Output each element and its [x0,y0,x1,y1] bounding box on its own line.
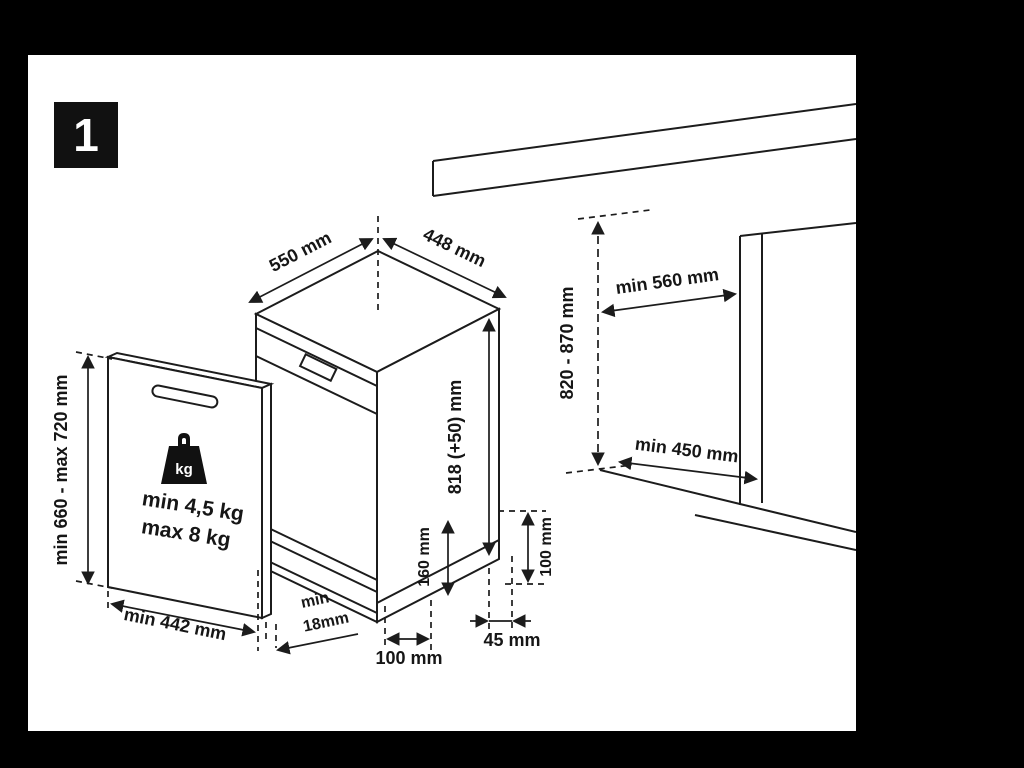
base-front-edge [694,514,856,551]
dimension-line [600,288,738,318]
furniture-door-drawing: kg min 4,5 kg max 8 kg [104,351,275,620]
dishwasher-side-face [376,307,500,624]
door-latch [298,353,338,383]
dim-plinth-height: 160 mm [416,519,455,597]
weight-icon-body [161,433,207,484]
floor-edge-right [739,503,856,533]
control-band-top [255,327,378,387]
leader-line [275,633,359,655]
dimension-line [382,237,507,299]
dim-front-clearance-label: 100 mm [375,648,442,668]
counter-top-edge [432,103,856,162]
dimension-line [617,456,759,485]
dim-height: 818 (+50) mm [445,317,496,557]
step-badge: 1 [54,102,118,168]
side-base-edge [376,539,500,604]
dim-height-label: 818 (+50) mm [445,380,465,495]
diagram-content: 1 [51,102,856,668]
kg-icon-label: kg [175,461,193,478]
dim-front-clearance: 100 mm [375,600,443,668]
door-bottom-edge [255,521,378,581]
door-front-face [107,355,263,620]
side-rail-top-edge [739,222,856,237]
dim-plinth-height-label: 160 mm [416,527,433,587]
dim-side-clearance: 45 mm [470,556,541,650]
dim-side-clearance-label: 45 mm [483,630,540,650]
dim-panel-height-label: min 660 - max 720 mm [51,374,71,565]
step-badge-box [54,102,118,168]
door-side-edge-face [261,382,272,620]
dim-base-clearance-label: 100 mm [538,517,555,577]
plinth-recess-top [267,539,378,593]
plinth-recess-bottom [267,560,378,614]
door-handle [151,384,219,409]
dim-base-clearance: 100 mm [498,510,555,585]
dimension-line [109,599,257,637]
extension-line [577,209,651,220]
dim-panel-height: min 660 - max 720 mm [51,351,113,589]
dim-niche-height-label: 820 - 870 mm [557,286,577,399]
weight-icon: kg [161,433,207,484]
control-band-bottom [255,355,378,415]
dim-panel-gap-min-label: min [299,589,330,612]
counter-front-edge [432,138,856,197]
weight-icon-hole [182,438,186,444]
dimension-line [248,238,374,303]
step-number: 1 [73,109,99,161]
